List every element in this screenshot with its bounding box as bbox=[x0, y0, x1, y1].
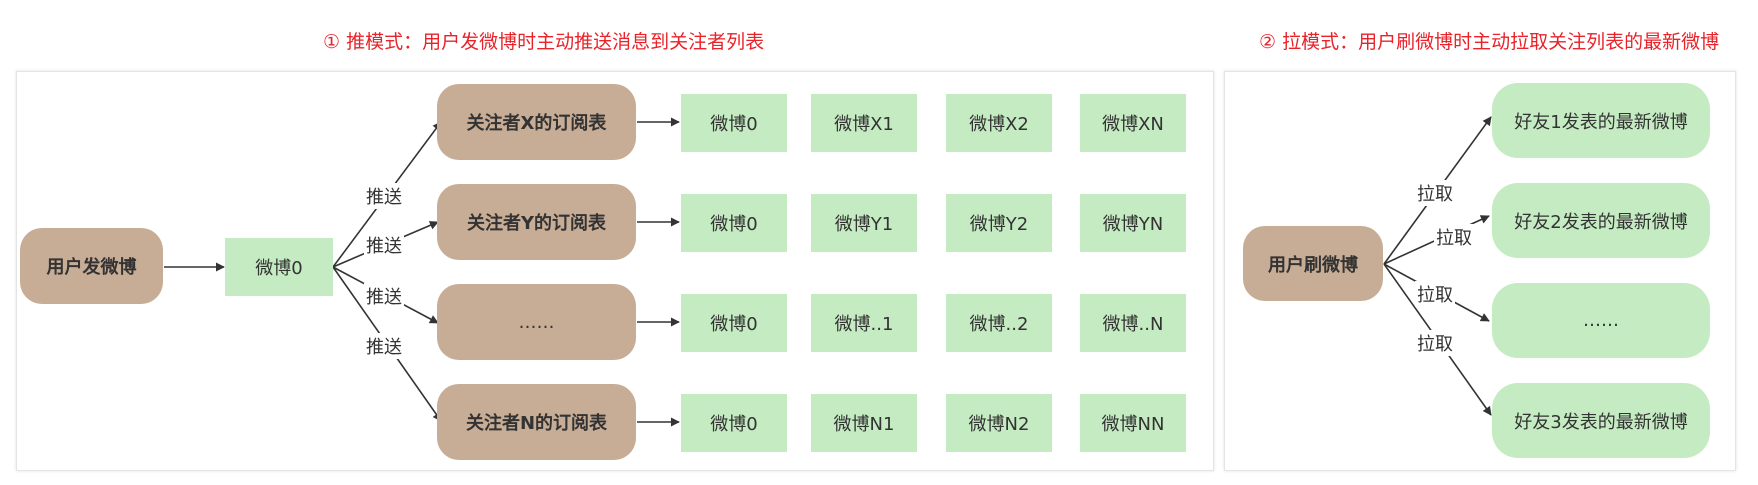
weibo-cell: 微博XN bbox=[1080, 94, 1186, 152]
weibo-cell: 微博YN bbox=[1080, 194, 1186, 252]
pull-label-4: 拉取 bbox=[1415, 330, 1455, 356]
pull-label-3: 拉取 bbox=[1415, 281, 1455, 307]
weibo-cell: 微博0 bbox=[681, 94, 787, 152]
push-mode-title: ① 推模式：用户发微博时主动推送消息到关注者列表 bbox=[323, 31, 765, 53]
pull-target-node: 好友1发表的最新微博 bbox=[1492, 83, 1710, 158]
pull-source-node: 用户刷微博 bbox=[1243, 226, 1383, 301]
weibo-cell: 微博X2 bbox=[946, 94, 1052, 152]
weibo-cell: 微博..N bbox=[1080, 294, 1186, 352]
subscription-node: …… bbox=[437, 284, 636, 360]
pull-label-2: 拉取 bbox=[1434, 224, 1474, 250]
push-source-node: 用户发微博 bbox=[20, 228, 163, 304]
push-label-2: 推送 bbox=[364, 232, 404, 258]
weibo-cell: 微博Y1 bbox=[811, 194, 917, 252]
weibo-cell: 微博X1 bbox=[811, 94, 917, 152]
weibo-cell: 微博..2 bbox=[946, 294, 1052, 352]
subscription-node: 关注者N的订阅表 bbox=[437, 384, 636, 460]
push-label-3: 推送 bbox=[364, 283, 404, 309]
weibo-cell: 微博Y2 bbox=[946, 194, 1052, 252]
subscription-node: 关注者X的订阅表 bbox=[437, 84, 636, 160]
weibo-cell: 微博0 bbox=[681, 294, 787, 352]
weibo-cell: 微博..1 bbox=[811, 294, 917, 352]
pull-target-node: …… bbox=[1492, 283, 1710, 358]
weibo-cell: 微博0 bbox=[681, 194, 787, 252]
pull-mode-title: ② 拉模式：用户刷微博时主动拉取关注列表的最新微博 bbox=[1259, 31, 1720, 53]
pull-label-1: 拉取 bbox=[1415, 180, 1455, 206]
weibo-cell: 微博0 bbox=[681, 394, 787, 452]
push-label-1: 推送 bbox=[364, 183, 404, 209]
pull-target-node: 好友2发表的最新微博 bbox=[1492, 183, 1710, 258]
weibo-cell: 微博N2 bbox=[946, 394, 1052, 452]
push-weibo0-node: 微博0 bbox=[225, 238, 333, 296]
push-label-4: 推送 bbox=[364, 333, 404, 359]
subscription-node: 关注者Y的订阅表 bbox=[437, 184, 636, 260]
pull-target-node: 好友3发表的最新微博 bbox=[1492, 383, 1710, 458]
weibo-cell: 微博N1 bbox=[811, 394, 917, 452]
weibo-cell: 微博NN bbox=[1080, 394, 1186, 452]
